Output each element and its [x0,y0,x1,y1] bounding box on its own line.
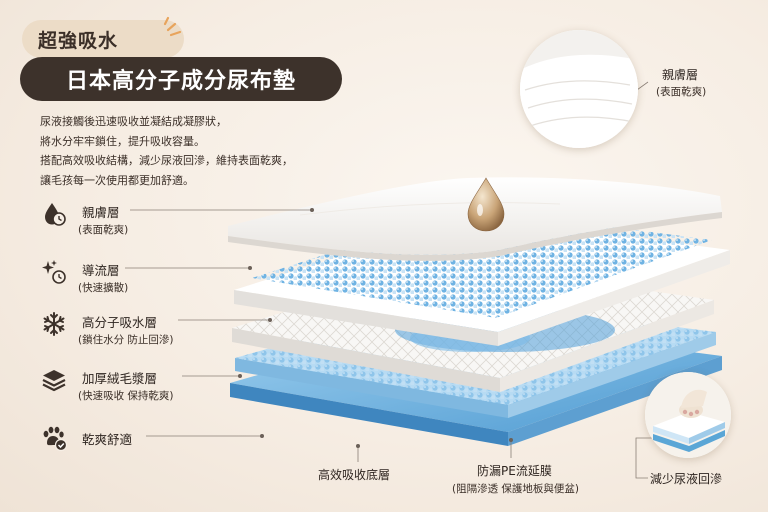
feature-badge: 超強吸水 [22,20,184,58]
legend-subtitle: (表面乾爽) [78,224,129,236]
sparkle-clock-icon [42,260,66,284]
badge-text: 超強吸水 [38,29,119,52]
legend-subtitle: (快速擴散) [78,282,129,294]
description-line: 讓毛孩每一次使用都更加舒適。 [40,173,194,187]
description-line: 尿液接觸後迅速吸收並凝結成凝膠狀， [40,115,227,128]
water-drop-icon [467,177,505,232]
paw-pad-closeup [645,372,731,458]
pe-film-sublabel: (阻隔滲透 保護地板與便盆) [452,483,580,495]
legend-title: 親膚層 [82,205,120,220]
legend-title: 加厚絨毛漿層 [82,371,158,386]
closeup-title: 親膚層 [662,68,699,82]
description-line: 將水分牢牢鎖住，提升吸收容量。 [40,134,205,148]
pe-film-label: 防漏PE流延膜 [477,464,552,478]
base-layer-label: 高效吸收底層 [318,468,391,482]
legend-title: 導流層 [82,263,120,278]
closeup-subtitle: (表面乾爽) [656,86,707,98]
sparkle-icon [163,16,182,37]
snowflake-icon [43,312,65,336]
legend-subtitle: (鎖住水分 防止回滲) [78,334,174,346]
skin-layer-closeup [520,30,638,148]
closeup-texture [520,30,638,148]
water-clock-icon [45,203,66,226]
legend-subtitle: (快速吸收 保持乾爽) [78,390,174,402]
page-title: 日本高分子成分尿布墊 [20,57,342,101]
title-text: 日本高分子成分尿布墊 [65,69,296,94]
paw-check-icon [43,426,68,452]
layers-icon [42,370,66,392]
legend-title: 高分子吸水層 [82,315,158,330]
less-leak-label: 減少尿液回滲 [650,472,723,486]
description: 尿液接觸後迅速吸收並凝結成凝膠狀， 將水分牢牢鎖住，提升吸收容量。 搭配高效吸收… [40,112,360,190]
paw-on-pad-image [645,372,731,458]
legend-title: 乾爽舒適 [82,432,133,447]
description-line: 搭配高效吸收結構，減少尿液回滲，維持表面乾爽， [40,154,293,167]
